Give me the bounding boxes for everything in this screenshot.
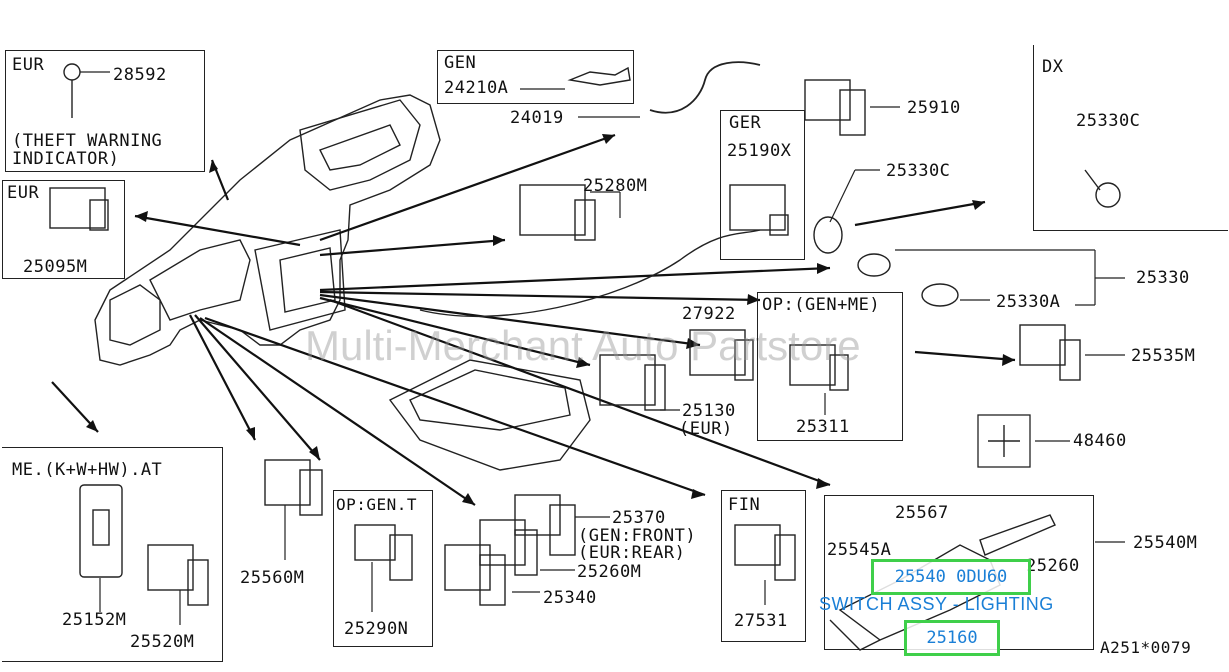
part-number-label[interactable]: 25560M	[240, 568, 305, 588]
part-number-label[interactable]: 25130	[682, 401, 736, 421]
inset-region-label: FIN	[728, 495, 761, 515]
watermark: Multi-Merchant Auto Partstore	[305, 322, 861, 369]
highlight-part-25160[interactable]: 25160	[904, 620, 1000, 656]
inset-region-label: DX	[1042, 57, 1064, 77]
inset-region-label: EUR	[7, 183, 40, 203]
part-number-label[interactable]: 25330C	[1076, 111, 1141, 131]
inset-region-label: GEN	[444, 53, 477, 73]
part-number-label[interactable]: 25910	[907, 98, 961, 118]
part-number-label[interactable]: 24210A	[444, 78, 509, 98]
inset-region-label: OP:(GEN+ME)	[762, 295, 881, 315]
part-number-note: (EUR:REAR)	[578, 543, 686, 563]
inset-region-label: GER	[729, 113, 762, 133]
inset-note: INDICATOR)	[12, 149, 120, 169]
part-number-label[interactable]: 25567	[895, 503, 949, 523]
inset-region-label: EUR	[12, 55, 45, 75]
inset-region-label: ME.(K+W+HW).AT	[12, 460, 163, 480]
inset-fin: FIN 27531	[721, 490, 806, 642]
part-number-label[interactable]: 25330A	[996, 292, 1061, 312]
part-number-label[interactable]: 25280M	[583, 176, 648, 196]
part-number-label[interactable]: 27531	[734, 611, 788, 631]
lighting-switch-description: SWITCH ASSY - LIGHTING	[819, 594, 1054, 614]
part-number-label[interactable]: 25190X	[727, 141, 792, 161]
inset-gen: GEN 24210A	[437, 50, 634, 104]
inset-dx: DX 25330C	[1033, 45, 1228, 231]
inset-me-kwhw: ME.(K+W+HW).AT 25152M 25520M	[2, 447, 223, 662]
part-number-label[interactable]: 25330	[1136, 268, 1190, 288]
part-number-label[interactable]: 48460	[1073, 431, 1127, 451]
part-number-label[interactable]: 25290N	[344, 619, 409, 639]
inset-ger: GER 25190X	[720, 110, 805, 260]
part-number-label[interactable]: 27922	[682, 304, 736, 324]
inset-eur-theft: EUR 28592 (THEFT WARNING INDICATOR)	[5, 50, 205, 172]
part-number-label[interactable]: 25095M	[23, 257, 88, 277]
inset-op-gen-t: OP:GEN.T 25290N	[333, 490, 433, 647]
part-number-label[interactable]: 25545A	[827, 540, 892, 560]
part-number-label[interactable]: 25152M	[62, 610, 127, 630]
part-number-label[interactable]: 25520M	[130, 632, 195, 652]
part-number-label[interactable]: 25260	[1026, 556, 1080, 576]
part-number-label[interactable]: 25535M	[1131, 346, 1196, 366]
part-number-label[interactable]: 24019	[510, 108, 564, 128]
part-number-label[interactable]: 25370	[612, 508, 666, 528]
part-number-label[interactable]: 25340	[543, 588, 597, 608]
part-number-note: (EUR)	[679, 419, 733, 439]
part-number-label[interactable]: 25260M	[577, 562, 642, 582]
part-number-label[interactable]: 25540M	[1133, 533, 1198, 553]
highlight-lighting-switch[interactable]: 25540 0DU60	[871, 559, 1031, 595]
inset-region-label: OP:GEN.T	[336, 495, 418, 514]
part-number-label[interactable]: 28592	[113, 65, 167, 85]
inset-note: (THEFT WARNING	[12, 131, 163, 151]
part-number-note: (GEN:FRONT)	[578, 526, 697, 546]
part-number-label[interactable]: 25311	[796, 417, 850, 437]
inset-eur-switch: EUR 25095M	[2, 180, 125, 279]
inset-op-gen-me: OP:(GEN+ME) 25311	[757, 292, 903, 441]
part-number-label[interactable]: 25330C	[886, 161, 951, 181]
diagram-code: A251*0079	[1100, 638, 1192, 657]
